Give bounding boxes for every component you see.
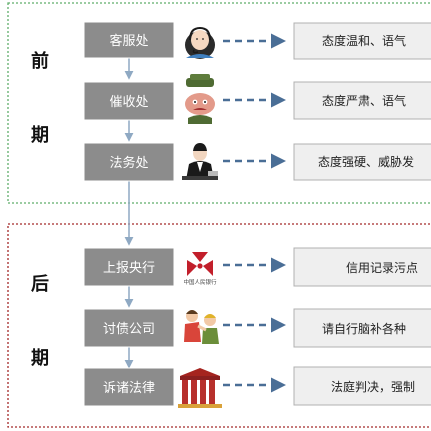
late-phase-label-1: 后: [31, 274, 49, 295]
result-box: [293, 81, 431, 120]
step-label: 法务处: [109, 155, 148, 171]
court-building-icon: [178, 368, 222, 408]
step-label: 诉诸法律: [103, 381, 155, 396]
result-text: 信用记录污点: [346, 261, 418, 275]
step-box: [83, 247, 175, 287]
central-bank-logo-icon: 中国人民银行: [183, 252, 217, 286]
step-row: 法务处 态度强硬、威胁发: [83, 142, 431, 182]
result-box: [293, 247, 431, 287]
angry-debt-collector-icon: [185, 74, 215, 124]
late-phase-frame: [7, 223, 431, 428]
step-row: 讨债公司 请自行脑补各种: [83, 308, 431, 348]
step-box: [83, 142, 175, 182]
step-row: 催收处 态度严肃、语气: [83, 74, 431, 124]
result-box: [293, 143, 431, 181]
early-phase-frame: [7, 2, 431, 204]
result-text: 法庭判决，强制: [331, 379, 415, 394]
debt-collection-fight-icon: [184, 310, 219, 344]
central-bank-logo-text: 中国人民银行: [183, 278, 217, 286]
result-box: [293, 308, 431, 348]
step-box: [83, 367, 175, 407]
early-phase-label-2: 期: [31, 125, 49, 146]
step-label: 催收处: [109, 95, 148, 110]
step-box: [83, 21, 175, 59]
step-row: 客服处 态度温和、语气: [83, 21, 431, 60]
step-box: [83, 308, 175, 348]
step-label: 讨债公司: [103, 322, 155, 337]
lawyer-icon: [182, 143, 218, 180]
result-box: [293, 366, 431, 406]
result-text: 态度强硬、威胁发: [318, 154, 414, 169]
customer-service-agent-icon: [185, 26, 215, 59]
early-phase-label-1: 前: [31, 50, 49, 72]
step-label: 客服处: [109, 33, 148, 49]
step-row: 诉诸法律 法庭判决，强制: [83, 366, 431, 408]
result-text: 请自行脑补各种: [322, 321, 406, 336]
late-phase-label-2: 期: [31, 348, 49, 369]
result-text: 态度严肃、语气: [322, 93, 406, 108]
step-box: [83, 81, 175, 121]
step-label: 上报央行: [103, 261, 155, 276]
step-row: 上报央行 中国人民银行 信用记录污点: [83, 247, 431, 287]
result-box: [293, 22, 431, 60]
result-text: 态度温和、语气: [322, 33, 406, 48]
